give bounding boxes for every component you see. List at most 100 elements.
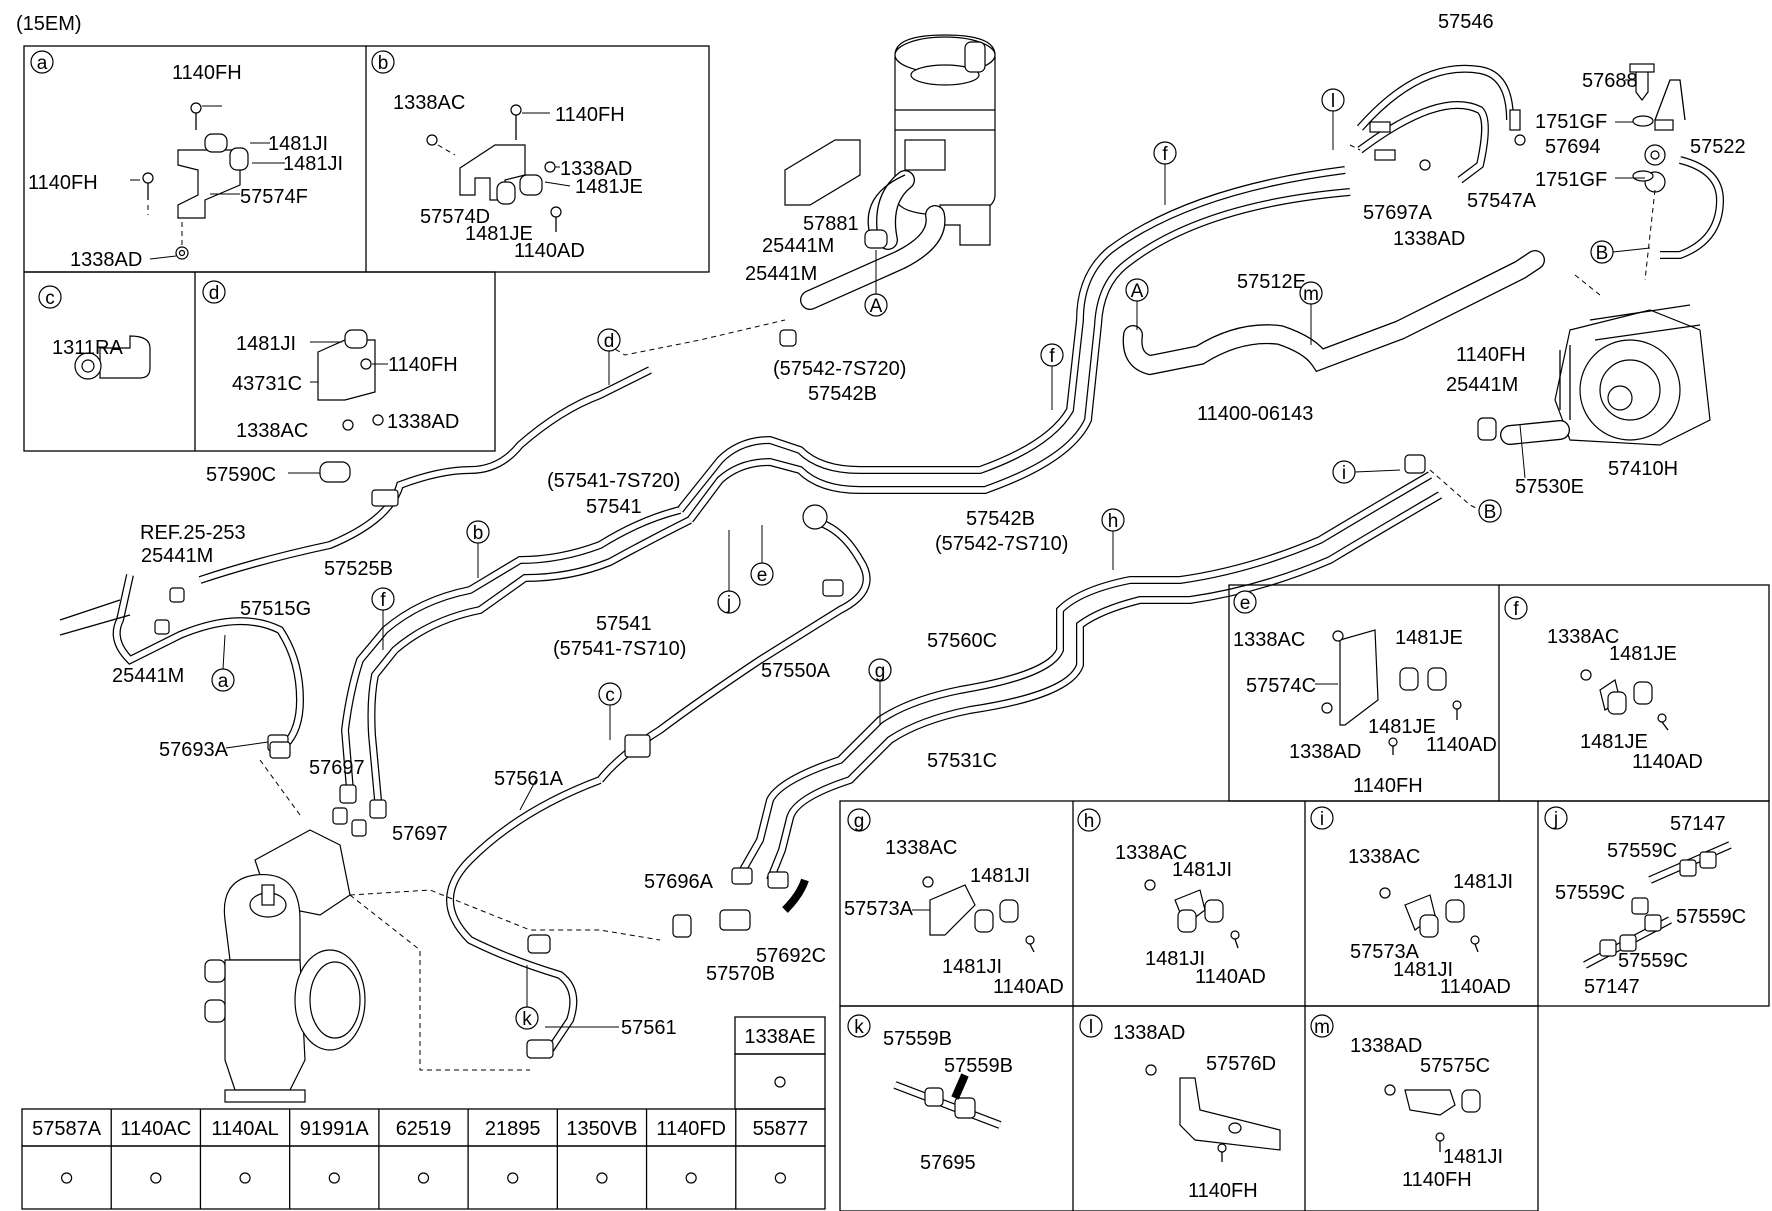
detail-f: f 1338AC 1481JE 1481JE 1140AD: [1504, 596, 1703, 773]
parts-table-header: 57587A: [32, 1118, 102, 1140]
svg-text:1140AD: 1140AD: [514, 240, 585, 262]
svg-text:1481JI: 1481JI: [1453, 871, 1513, 893]
svg-text:57559B: 57559B: [944, 1055, 1013, 1077]
parts-table-header: 1140AC: [120, 1118, 191, 1140]
pump-upper-hose: [1644, 79, 1725, 259]
svg-text:57147: 57147: [1670, 813, 1726, 835]
svg-text:1481JI: 1481JI: [236, 333, 296, 355]
hoses-57546-57547a: [1357, 64, 1526, 184]
svg-text:1751GF: 1751GF: [1535, 111, 1607, 133]
svg-text:1481JI: 1481JI: [283, 153, 343, 175]
svg-text:57573A: 57573A: [1350, 941, 1420, 963]
svg-text:57512E: 57512E: [1237, 271, 1306, 293]
svg-text:b: b: [473, 523, 484, 544]
circle-ref-m-main: m: [1299, 281, 1323, 305]
parts-table-header: 1140FD: [656, 1118, 726, 1140]
svg-text:1338AC: 1338AC: [1115, 842, 1187, 864]
circle-ref-f-main2: f: [1040, 343, 1064, 367]
svg-text:57542B: 57542B: [808, 383, 877, 405]
main-circle-refs: d b f a c j e g k f f h i l m A A B B: [211, 88, 1614, 1030]
svg-text:h: h: [1084, 811, 1095, 832]
svg-text:g: g: [854, 811, 865, 832]
circle-ref-pointers: [222, 111, 1651, 1007]
parts-table-part-icon: [61, 1172, 73, 1184]
svg-text:1311RA: 1311RA: [52, 337, 123, 359]
svg-text:(57541-7S710): (57541-7S710): [553, 638, 686, 660]
circle-ref-g: g: [847, 808, 871, 832]
svg-text:57542B: 57542B: [966, 508, 1035, 530]
svg-text:57697: 57697: [392, 823, 448, 845]
circle-ref-B-main2: B: [1478, 499, 1502, 523]
detail-c: c 1311RA: [38, 285, 151, 380]
svg-text:57531C: 57531C: [927, 750, 997, 772]
svg-text:57697: 57697: [309, 757, 365, 779]
svg-text:57694: 57694: [1545, 136, 1601, 158]
parts-table-part-icon: [507, 1172, 519, 1184]
svg-text:l: l: [1089, 1017, 1093, 1038]
svg-text:1481JI: 1481JI: [942, 956, 1002, 978]
svg-text:1140AD: 1140AD: [1632, 751, 1703, 773]
svg-text:1140FH: 1140FH: [1456, 344, 1526, 366]
svg-text:1140AD: 1140AD: [1440, 976, 1511, 998]
svg-text:57541: 57541: [596, 613, 652, 635]
svg-text:1481JE: 1481JE: [1395, 627, 1463, 649]
svg-text:57590C: 57590C: [206, 464, 276, 486]
svg-text:1481JI: 1481JI: [1145, 948, 1205, 970]
svg-text:57559C: 57559C: [1555, 882, 1625, 904]
svg-text:1338AD: 1338AD: [1289, 741, 1361, 763]
svg-text:57570B: 57570B: [706, 963, 775, 985]
svg-text:1481JE: 1481JE: [1609, 643, 1677, 665]
detail-a: a 1140FH 1481JI 1481JI 1140FH 57574F 133…: [28, 50, 343, 271]
circle-ref-A-main1: A: [1125, 278, 1149, 302]
diagram-code: (15EM): [16, 13, 82, 35]
svg-text:e: e: [757, 565, 768, 586]
svg-text:1140AD: 1140AD: [993, 976, 1064, 998]
circle-ref-j-main: j: [717, 590, 741, 614]
svg-text:57522: 57522: [1690, 136, 1746, 158]
svg-text:1140AD: 1140AD: [1195, 966, 1266, 988]
svg-text:1751GF: 1751GF: [1535, 169, 1607, 191]
svg-text:1140FH: 1140FH: [28, 172, 98, 194]
svg-text:1140FH: 1140FH: [555, 104, 625, 126]
svg-text:e: e: [1240, 593, 1251, 614]
circle-ref-i: i: [1310, 806, 1334, 830]
svg-text:k: k: [522, 1009, 532, 1030]
circle-ref-f-main3: f: [1153, 141, 1177, 165]
svg-text:57575C: 57575C: [1420, 1055, 1490, 1077]
svg-text:57546: 57546: [1438, 11, 1494, 33]
detail-j: j 57147 57559C 57559C 57559C 57559C 5714…: [1544, 806, 1746, 998]
svg-text:f: f: [380, 590, 386, 611]
parts-table-part-icon: [774, 1172, 786, 1184]
svg-text:f: f: [1049, 346, 1055, 367]
circle-ref-d-main: d: [597, 328, 621, 352]
svg-text:i: i: [1320, 809, 1324, 830]
circle-ref-f: f: [1504, 596, 1528, 620]
svg-text:1481JI: 1481JI: [970, 865, 1030, 887]
circle-ref-b: b: [371, 50, 395, 74]
svg-text:57688: 57688: [1582, 70, 1638, 92]
svg-text:57576D: 57576D: [1206, 1053, 1276, 1075]
svg-text:(57541-7S720): (57541-7S720): [547, 470, 680, 492]
svg-text:57695: 57695: [920, 1152, 976, 1174]
svg-text:c: c: [605, 685, 615, 706]
parts-table-header: 55877: [753, 1118, 809, 1140]
circle-ref-b-main: b: [466, 520, 490, 544]
svg-text:1338AC: 1338AC: [1233, 629, 1305, 651]
main-leader-ticks: [225, 79, 1645, 1028]
svg-text:1140AD: 1140AD: [1426, 734, 1497, 756]
circle-ref-g-main: g: [868, 658, 892, 682]
detail-m: m 1338AD 57575C 1481JI 1140FH: [1310, 1014, 1503, 1191]
svg-text:57147: 57147: [1584, 976, 1640, 998]
fittings-center: [269, 741, 809, 954]
circle-ref-a-main: a: [211, 668, 235, 692]
svg-text:57560C: 57560C: [927, 630, 997, 652]
circle-ref-A-main2: A: [864, 293, 888, 317]
return-hose-57530e: [1477, 417, 1570, 445]
circle-ref-h: h: [1077, 808, 1101, 832]
detail-i: i 1338AC 1481JI 57573A 1481JI 1140AD: [1310, 806, 1513, 998]
svg-text:57525B: 57525B: [324, 558, 393, 580]
svg-text:1338AD: 1338AD: [1393, 228, 1465, 250]
circle-ref-c: c: [38, 285, 62, 309]
pipe-57561a: [446, 776, 602, 1059]
svg-text:(57542-7S710): (57542-7S710): [935, 533, 1068, 555]
